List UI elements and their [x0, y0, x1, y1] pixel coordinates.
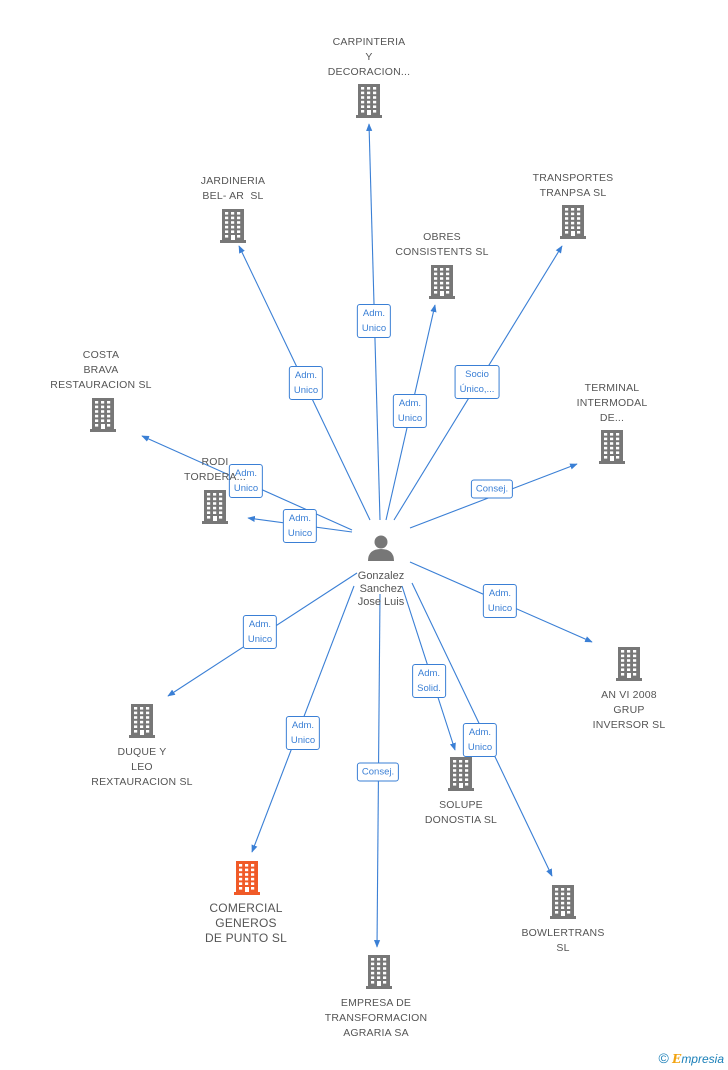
brand-logo-letter: E — [672, 1052, 682, 1066]
edge-role-badge-duque[interactable]: Adm. Unico — [242, 615, 278, 649]
building-icon-anvi[interactable] — [616, 647, 642, 681]
company-label-bowlertrans[interactable]: BOWLERTRANS SL — [521, 927, 605, 954]
edge-role-badge-obres[interactable]: Adm. Unico — [392, 394, 428, 428]
building-icon-costa[interactable] — [90, 398, 116, 432]
person-icon[interactable] — [368, 535, 394, 562]
company-label-jardineria[interactable]: JARDINERIA BEL- AR SL — [200, 175, 266, 202]
company-label-empresa[interactable]: EMPRESA DE TRANSFORMACION AGRARIA SA — [324, 997, 428, 1039]
company-label-costa[interactable]: COSTA BRAVA RESTAURACION SL — [50, 349, 152, 391]
company-label-duque[interactable]: DUQUE Y LEO REXTAURACION SL — [91, 746, 193, 788]
building-icon-comercial[interactable] — [234, 861, 260, 895]
edge-role-badge-anvi[interactable]: Adm. Unico — [482, 584, 518, 618]
edge-role-badge-carpinteria[interactable]: Adm. Unico — [356, 304, 392, 338]
building-icon-duque[interactable] — [129, 704, 155, 738]
edge-role-badge-empresa[interactable]: Consej. — [356, 762, 400, 782]
company-label-obres[interactable]: OBRES CONSISTENTS SL — [395, 231, 489, 258]
company-label-terminal[interactable]: TERMINAL INTERMODAL DE... — [576, 382, 648, 424]
edge-role-badge-bowlertrans[interactable]: Adm. Unico — [462, 723, 498, 757]
company-label-comercial[interactable]: COMERCIAL GENEROS DE PUNTO SL — [205, 901, 287, 945]
company-label-solupe[interactable]: SOLUPE DONOSTIA SL — [424, 799, 498, 826]
building-icon-solupe[interactable] — [448, 757, 474, 791]
center-person-label[interactable]: Gonzalez Sanchez Jose Luis — [357, 570, 405, 608]
edge-role-badge-jardineria[interactable]: Adm. Unico — [288, 366, 324, 400]
edge-role-badge-costa[interactable]: Adm. Unico — [228, 464, 264, 498]
edge-role-badge-terminal[interactable]: Consej. — [470, 479, 514, 499]
brand-footer[interactable]: © Empresia — [658, 1050, 724, 1066]
building-icon-transportes[interactable] — [560, 205, 586, 239]
building-icon-jardineria[interactable] — [220, 209, 246, 243]
building-icon-empresa[interactable] — [366, 955, 392, 989]
brand-name: mpresia — [681, 1052, 724, 1066]
edge-role-badge-rodi[interactable]: Adm. Unico — [282, 509, 318, 543]
building-icon-bowlertrans[interactable] — [550, 885, 576, 919]
edge-role-badge-comercial[interactable]: Adm. Unico — [285, 716, 321, 750]
building-icon-carpinteria[interactable] — [356, 84, 382, 118]
company-label-carpinteria[interactable]: CARPINTERIA Y DECORACION... — [327, 36, 411, 78]
edge-role-badge-solupe[interactable]: Adm. Solid. — [412, 664, 446, 698]
building-icon-terminal[interactable] — [599, 430, 625, 464]
copyright-icon: © — [658, 1050, 669, 1066]
building-icon-rodi[interactable] — [202, 490, 228, 524]
company-label-rodi[interactable]: RODI TORDERA... — [184, 456, 246, 483]
edge-role-badge-transportes[interactable]: Socio Único,... — [454, 365, 500, 399]
company-label-transportes[interactable]: TRANSPORTES TRANPSA SL — [532, 172, 614, 199]
company-label-anvi[interactable]: AN VI 2008 GRUP INVERSOR SL — [592, 689, 666, 731]
building-icon-obres[interactable] — [429, 265, 455, 299]
